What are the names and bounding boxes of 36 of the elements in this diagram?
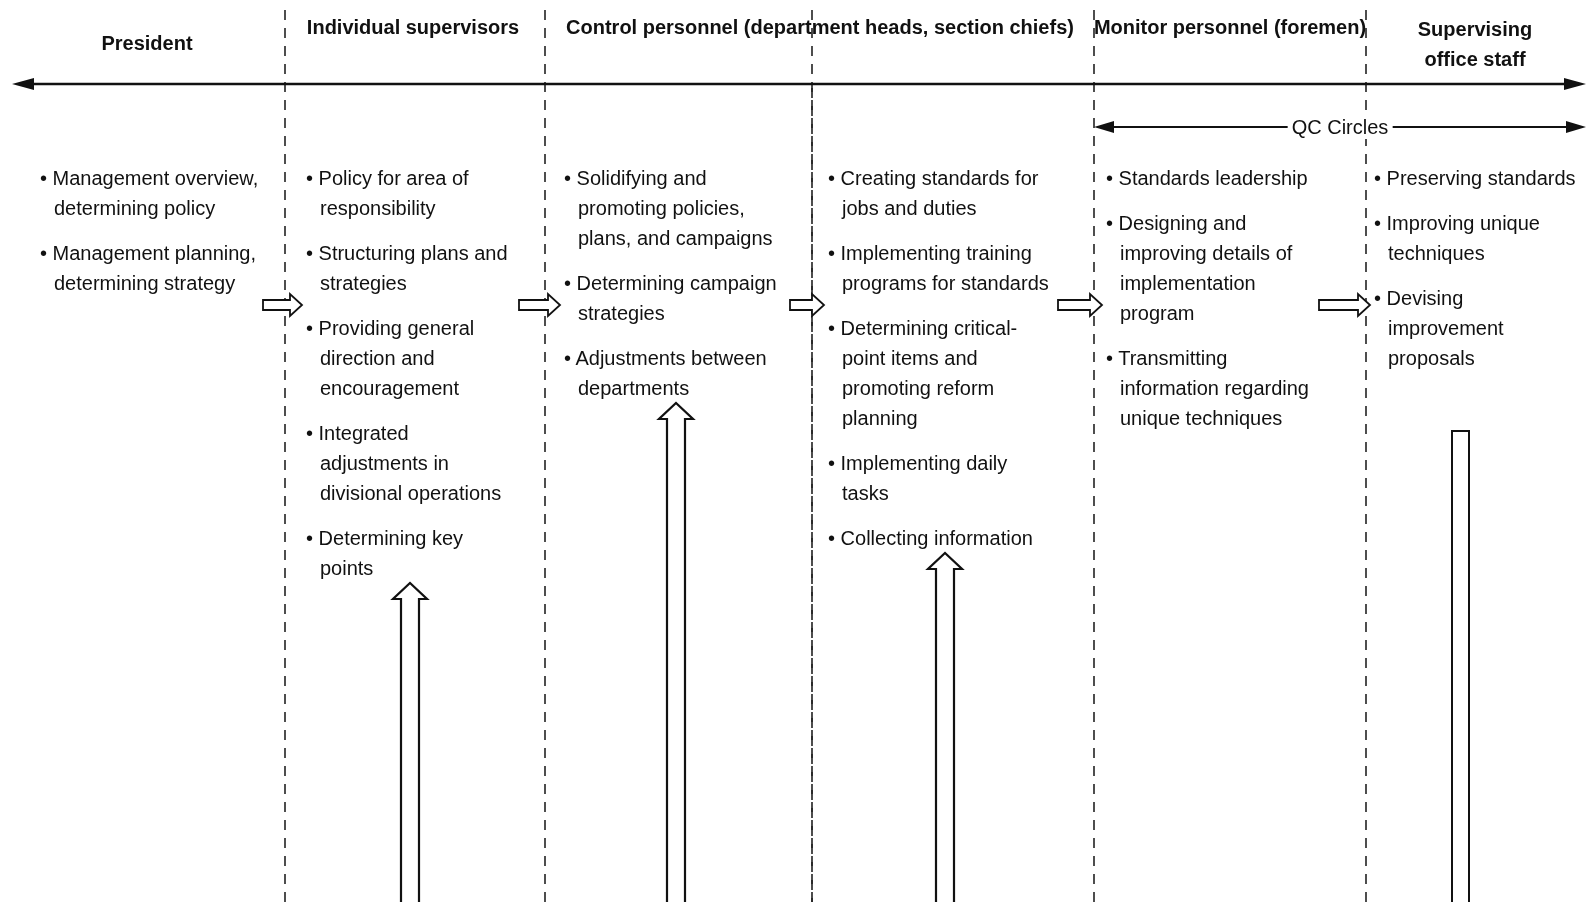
bullet-item: • Integrated adjustments in divisional operations [305, 421, 503, 506]
bullet-item: • Devising improvement proposals [1373, 286, 1505, 371]
bullet-item: • Determining key points [305, 526, 465, 581]
column-header: Monitor personnel (foremen) [1093, 15, 1367, 40]
column-header: Supervising office staff [1417, 17, 1533, 72]
bullet-item: • Structuring plans and strategies [305, 241, 509, 296]
bullet-item: • Determining campaign strategies [563, 271, 778, 326]
hollow-arrow [1318, 291, 1372, 319]
bullet-item: • Management planning, determining strategy [39, 241, 258, 296]
bullet-item: • Implementing training programs for standards [827, 241, 1050, 296]
hollow-up-arrow [656, 401, 696, 902]
bullet-item: • Policy for area of responsibility [305, 166, 470, 221]
hollow-arrow [1057, 291, 1104, 319]
hollow-arrow [518, 291, 562, 319]
bar-shape [1451, 430, 1470, 902]
bullet-item: • Solidifying and promoting policies, plans, and campaigns [563, 166, 774, 251]
span-label: QC Circles [1287, 115, 1393, 139]
bullet-item: • Transmitting information regarding unique techniques [1105, 346, 1310, 431]
bullet-item: • Management overview, determining policy [39, 166, 260, 221]
column-header: Control personnel (department heads, section chiefs) [566, 15, 1074, 40]
bullet-item: • Collecting information [827, 526, 1034, 551]
bullet-item: • Designing and improving details of implementation program [1105, 211, 1294, 326]
bullet-item: • Determining critical-point items and promoting reform planning [827, 316, 1019, 431]
bullet-item: • Implementing daily tasks [827, 451, 1009, 506]
hollow-up-arrow [925, 551, 965, 902]
bullet-item: • Standards leadership [1105, 166, 1309, 191]
bullet-item: • Providing general direction and encouragement [305, 316, 476, 401]
column-header: Individual supervisors [306, 15, 520, 40]
hollow-up-arrow [390, 581, 430, 902]
hollow-arrow [262, 291, 304, 319]
bullet-item: • Improving unique techniques [1373, 211, 1541, 266]
column-header: President [101, 31, 193, 56]
bullet-item: • Creating standards for jobs and duties [827, 166, 1040, 221]
bullet-item: • Preserving standards [1373, 166, 1577, 191]
bullet-item: • Adjustments between departments [563, 346, 768, 401]
hollow-arrow [789, 291, 826, 319]
